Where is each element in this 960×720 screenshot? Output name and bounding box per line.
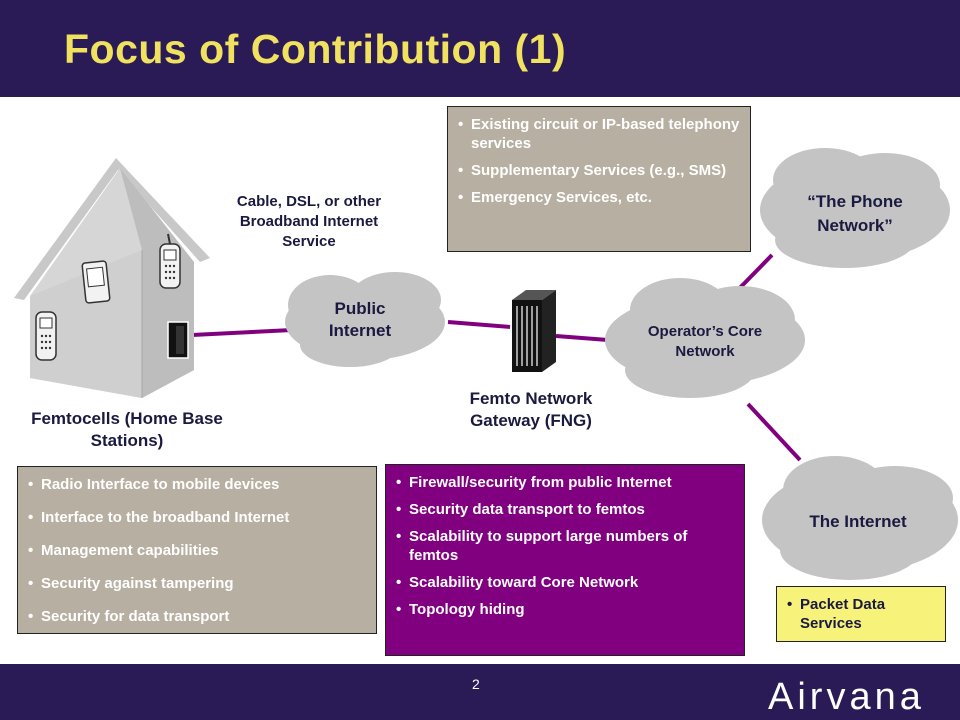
slide-title: Focus of Contribution (1) [64,26,567,72]
list-item: Interface to the broadband Internet [28,508,366,527]
public-internet-label: Public Internet [328,299,392,340]
cloud-public-internet [285,272,445,367]
cloud-phone-network [760,148,950,268]
femtocell-features-box: Radio Interface to mobile devices Interf… [17,466,377,634]
list-item: Management capabilities [28,541,366,560]
list-item: Scalability toward Core Network [396,573,734,592]
connector-house-public [191,328,293,337]
broadband-label: Cable, DSL, or other Broadband Internet … [236,193,382,250]
connector-core-internet [746,402,802,462]
connector-public-fng [447,320,511,329]
internet-label: The Internet [809,512,907,531]
core-network-label: Operator’s Core Network [647,323,763,360]
cloud-internet [762,456,958,580]
list-item: Existing circuit or IP-based telephony s… [458,115,740,153]
network-gateway-icon [512,290,556,372]
list-item: Radio Interface to mobile devices [28,475,366,494]
list-item: Security for data transport [28,607,366,626]
cloud-core-network [605,278,805,398]
mobile-phone-icon [35,311,57,361]
telephony-services-box: Existing circuit or IP-based telephony s… [447,106,751,252]
list-item: Security data transport to femtos [396,500,734,519]
list-item: Security against tampering [28,574,366,593]
header-band [0,0,960,97]
list-item: Supplementary Services (e.g., SMS) [458,161,740,180]
fng-features-box: Firewall/security from public Internet S… [385,464,745,656]
airvana-logo: Airvana [768,676,925,718]
connector-fng-core [555,334,609,342]
list-item: Firewall/security from public Internet [396,473,734,492]
pda-icon [81,260,111,304]
femtocells-label: Femtocells (Home Base Stations) [31,409,223,450]
mobile-phone-icon [159,233,181,289]
fng-label: Femto Network Gateway (FNG) [469,389,593,430]
list-item: Scalability to support large numbers of … [396,527,734,565]
list-item: Packet Data Services [787,595,910,633]
list-item: Emergency Services, etc. [458,188,740,207]
footer-band [0,664,960,720]
page-number: 2 [472,676,480,692]
packet-data-box: Packet Data Services [776,586,946,642]
phone-network-label: “The Phone Network” [807,192,903,235]
list-item: Topology hiding [396,600,734,619]
femtocell-device-icon [167,321,189,359]
